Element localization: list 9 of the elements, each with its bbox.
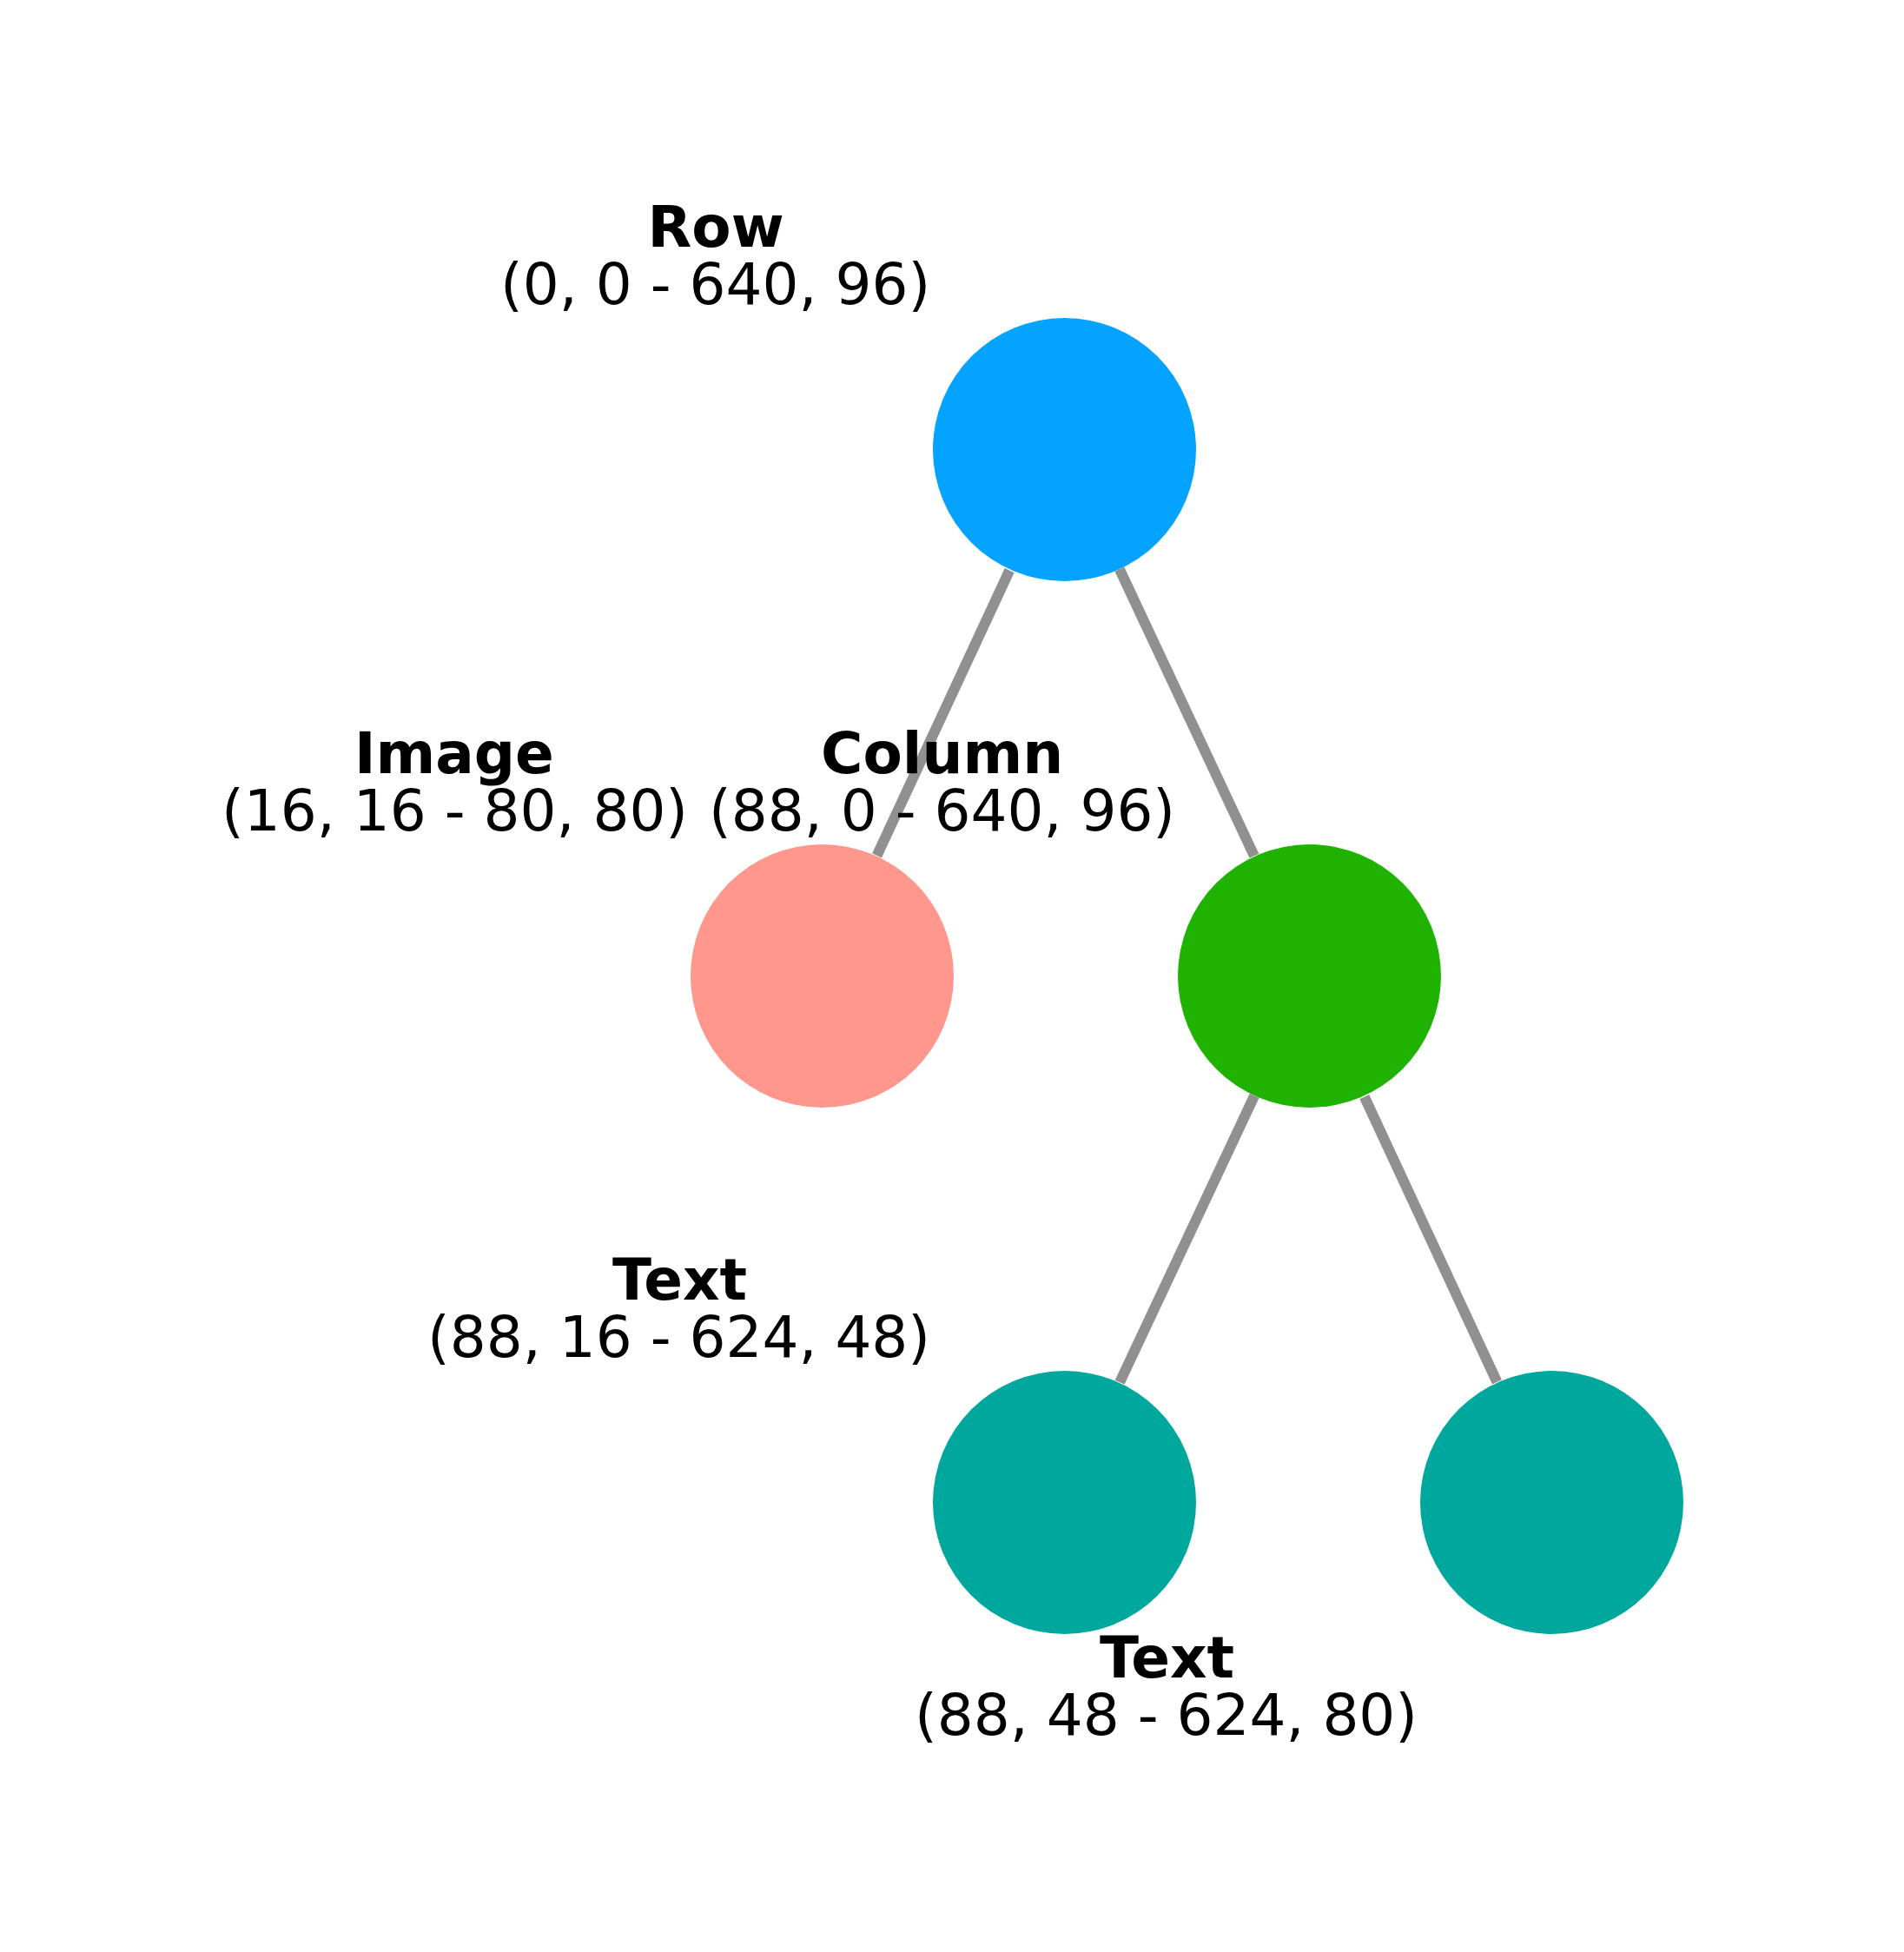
node-circle [932, 1371, 1196, 1634]
node-circle [1419, 1371, 1683, 1634]
node-circle [932, 318, 1196, 581]
node-circle [1177, 844, 1441, 1108]
connector [871, 568, 1015, 858]
node-circle [690, 844, 954, 1108]
connector [1114, 1093, 1259, 1385]
connector [1114, 566, 1259, 858]
connector [1359, 1095, 1502, 1385]
